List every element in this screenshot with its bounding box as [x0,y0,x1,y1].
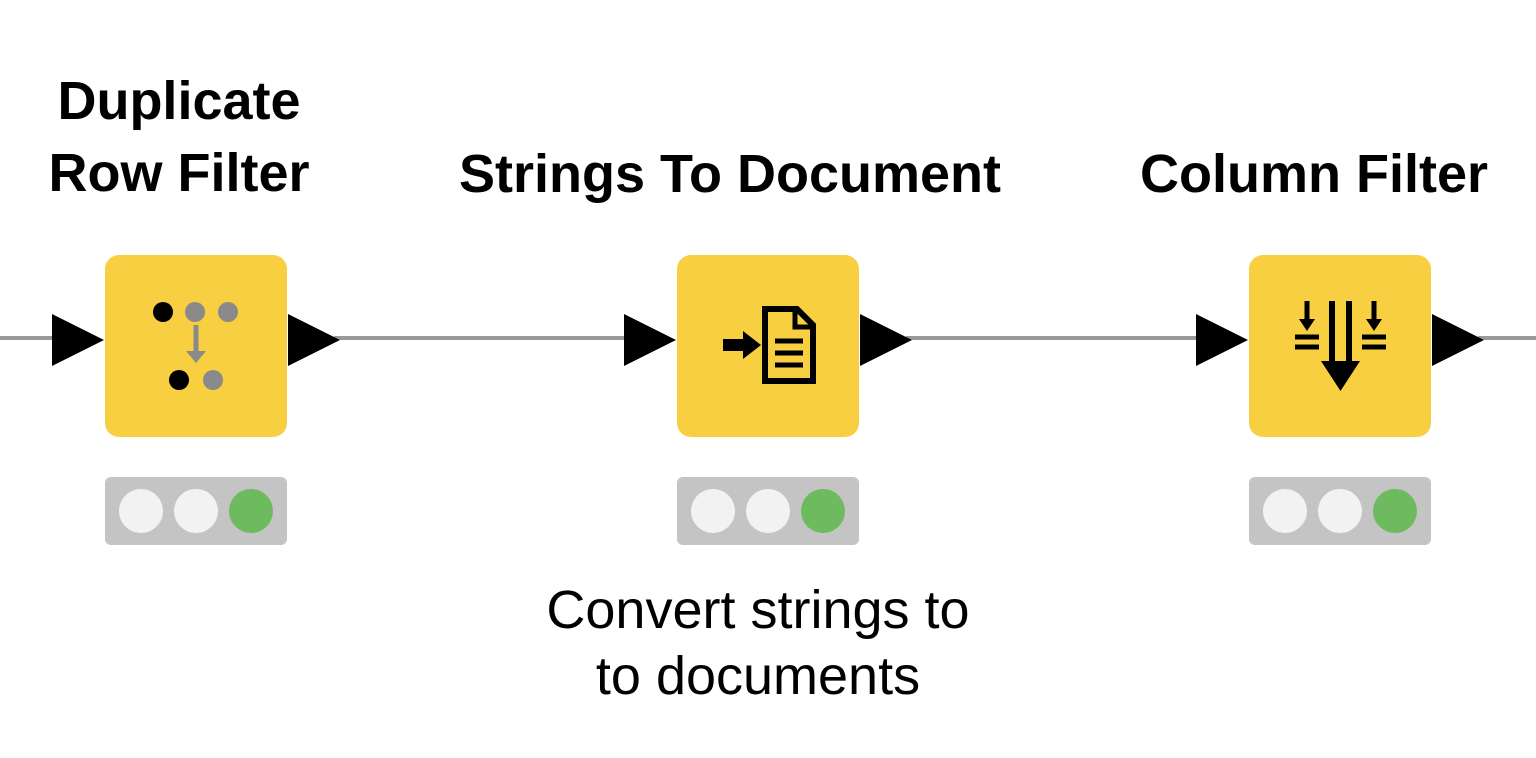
status-light-idle [174,489,218,533]
node-title-column-filter[interactable]: Column Filter [1098,138,1530,210]
node-duplicate-row-filter[interactable] [105,255,287,437]
status-light-idle [119,489,163,533]
column-filter-icon [1295,301,1386,391]
status-bar [105,477,287,545]
node-title-strings-to-document[interactable]: Strings To Document [398,138,1062,210]
status-light-executed [801,489,845,533]
node-strings-to-document[interactable] [677,255,859,437]
output-port-icon[interactable] [858,312,914,368]
title-line: Column Filter [1140,144,1488,204]
duplicate-row-filter-icon [153,302,238,390]
status-bar [677,477,859,545]
status-light-idle [1263,489,1307,533]
status-light-idle [746,489,790,533]
status-light-executed [1373,489,1417,533]
node-title-duplicate-row-filter[interactable]: Duplicate Row Filter [28,65,330,209]
node-annotation[interactable]: Convert strings to to documents [468,577,1048,709]
annotation-line: Convert strings to [546,580,970,640]
input-port-icon[interactable] [50,312,106,368]
status-light-executed [229,489,273,533]
title-line: Duplicate [57,71,301,131]
title-line: Strings To Document [458,144,1001,204]
status-light-idle [691,489,735,533]
status-light-idle [1318,489,1362,533]
status-bar [1249,477,1431,545]
annotation-line: to documents [595,646,921,706]
output-port-icon[interactable] [286,312,342,368]
title-line: Row Filter [48,143,310,203]
strings-to-document-icon [723,306,816,384]
output-port-icon[interactable] [1430,312,1486,368]
input-port-icon[interactable] [1194,312,1250,368]
input-port-icon[interactable] [622,312,678,368]
node-column-filter[interactable] [1249,255,1431,437]
